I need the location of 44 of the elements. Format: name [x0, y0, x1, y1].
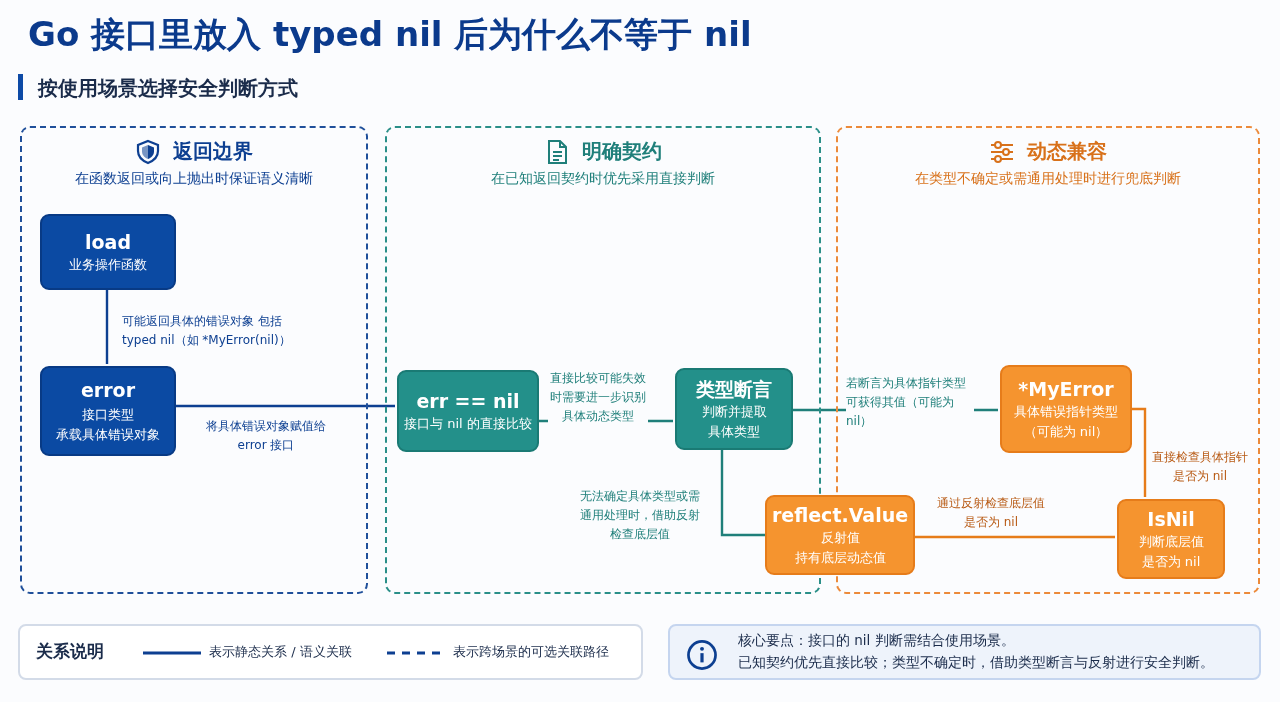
process-box: [675, 368, 793, 450]
subtitle: 按使用场景选择安全判断方式: [38, 75, 298, 102]
panel-subtitle: 在已知返回契约时优先采用直接判断: [490, 170, 716, 188]
box-title: 类型断言: [695, 376, 773, 402]
note-text: 已知契约优先直接比较；类型不确定时，借助类型断言与反射进行安全判断。: [738, 654, 1214, 672]
legend-text: 表示静态关系 / 语义关联: [209, 643, 352, 661]
box-title: IsNil: [1146, 506, 1196, 532]
process-box: [397, 370, 539, 452]
box-text: 具体错误指针类型: [1013, 402, 1119, 421]
connector: [915, 535, 1115, 539]
box-text: 判断并提取具体类型: [700, 402, 768, 441]
note-box: [668, 624, 1261, 680]
box-text: 接口类型: [81, 405, 135, 424]
panel-heading: 明确契约: [582, 138, 662, 165]
connector: [105, 288, 109, 364]
panel-heading: 动态兼容: [1027, 138, 1107, 165]
box-title: reflect.Value: [770, 502, 910, 528]
box-title: err == nil: [415, 388, 521, 414]
process-box: [1117, 499, 1225, 579]
box-text: 反射值: [819, 528, 861, 547]
connector: [720, 448, 765, 537]
box-title: error: [79, 377, 137, 403]
box-text: 判断底层值是否为 nil: [1137, 532, 1205, 571]
edge-label: 直接比较可能失效时需要进一步识别具体动态类型: [548, 369, 648, 426]
note-text: 核心要点：接口的 nil 判断需结合使用场景。: [738, 632, 1015, 650]
box-text: 业务操作函数: [68, 255, 148, 274]
legend-text: 表示跨场景的可选关联路径: [453, 643, 609, 661]
box-title: *MyError: [1017, 376, 1115, 402]
legend-heading: 关系说明: [36, 640, 104, 663]
process-box: [40, 214, 176, 290]
panel-subtitle: 在类型不确定或需通用处理时进行兜底判断: [914, 170, 1182, 188]
box-text: （可能为 nil）: [1022, 422, 1110, 441]
panel-subtitle: 在函数返回或向上抛出时保证语义清晰: [74, 170, 314, 188]
box-text: 接口与 nil 的直接比较: [403, 414, 533, 433]
connector: [174, 404, 395, 408]
process-box: [765, 495, 915, 575]
box-text: 承载具体错误对象: [55, 425, 161, 444]
box-title: load: [84, 229, 132, 255]
connector: [1130, 407, 1147, 497]
process-box: [1000, 365, 1132, 453]
box-text: 持有底层动态值: [793, 548, 887, 567]
panel-heading: 返回边界: [173, 138, 253, 165]
page-title: Go 接口里放入 typed nil 后为什么不等于 nil: [28, 13, 752, 56]
process-box: [40, 366, 176, 456]
